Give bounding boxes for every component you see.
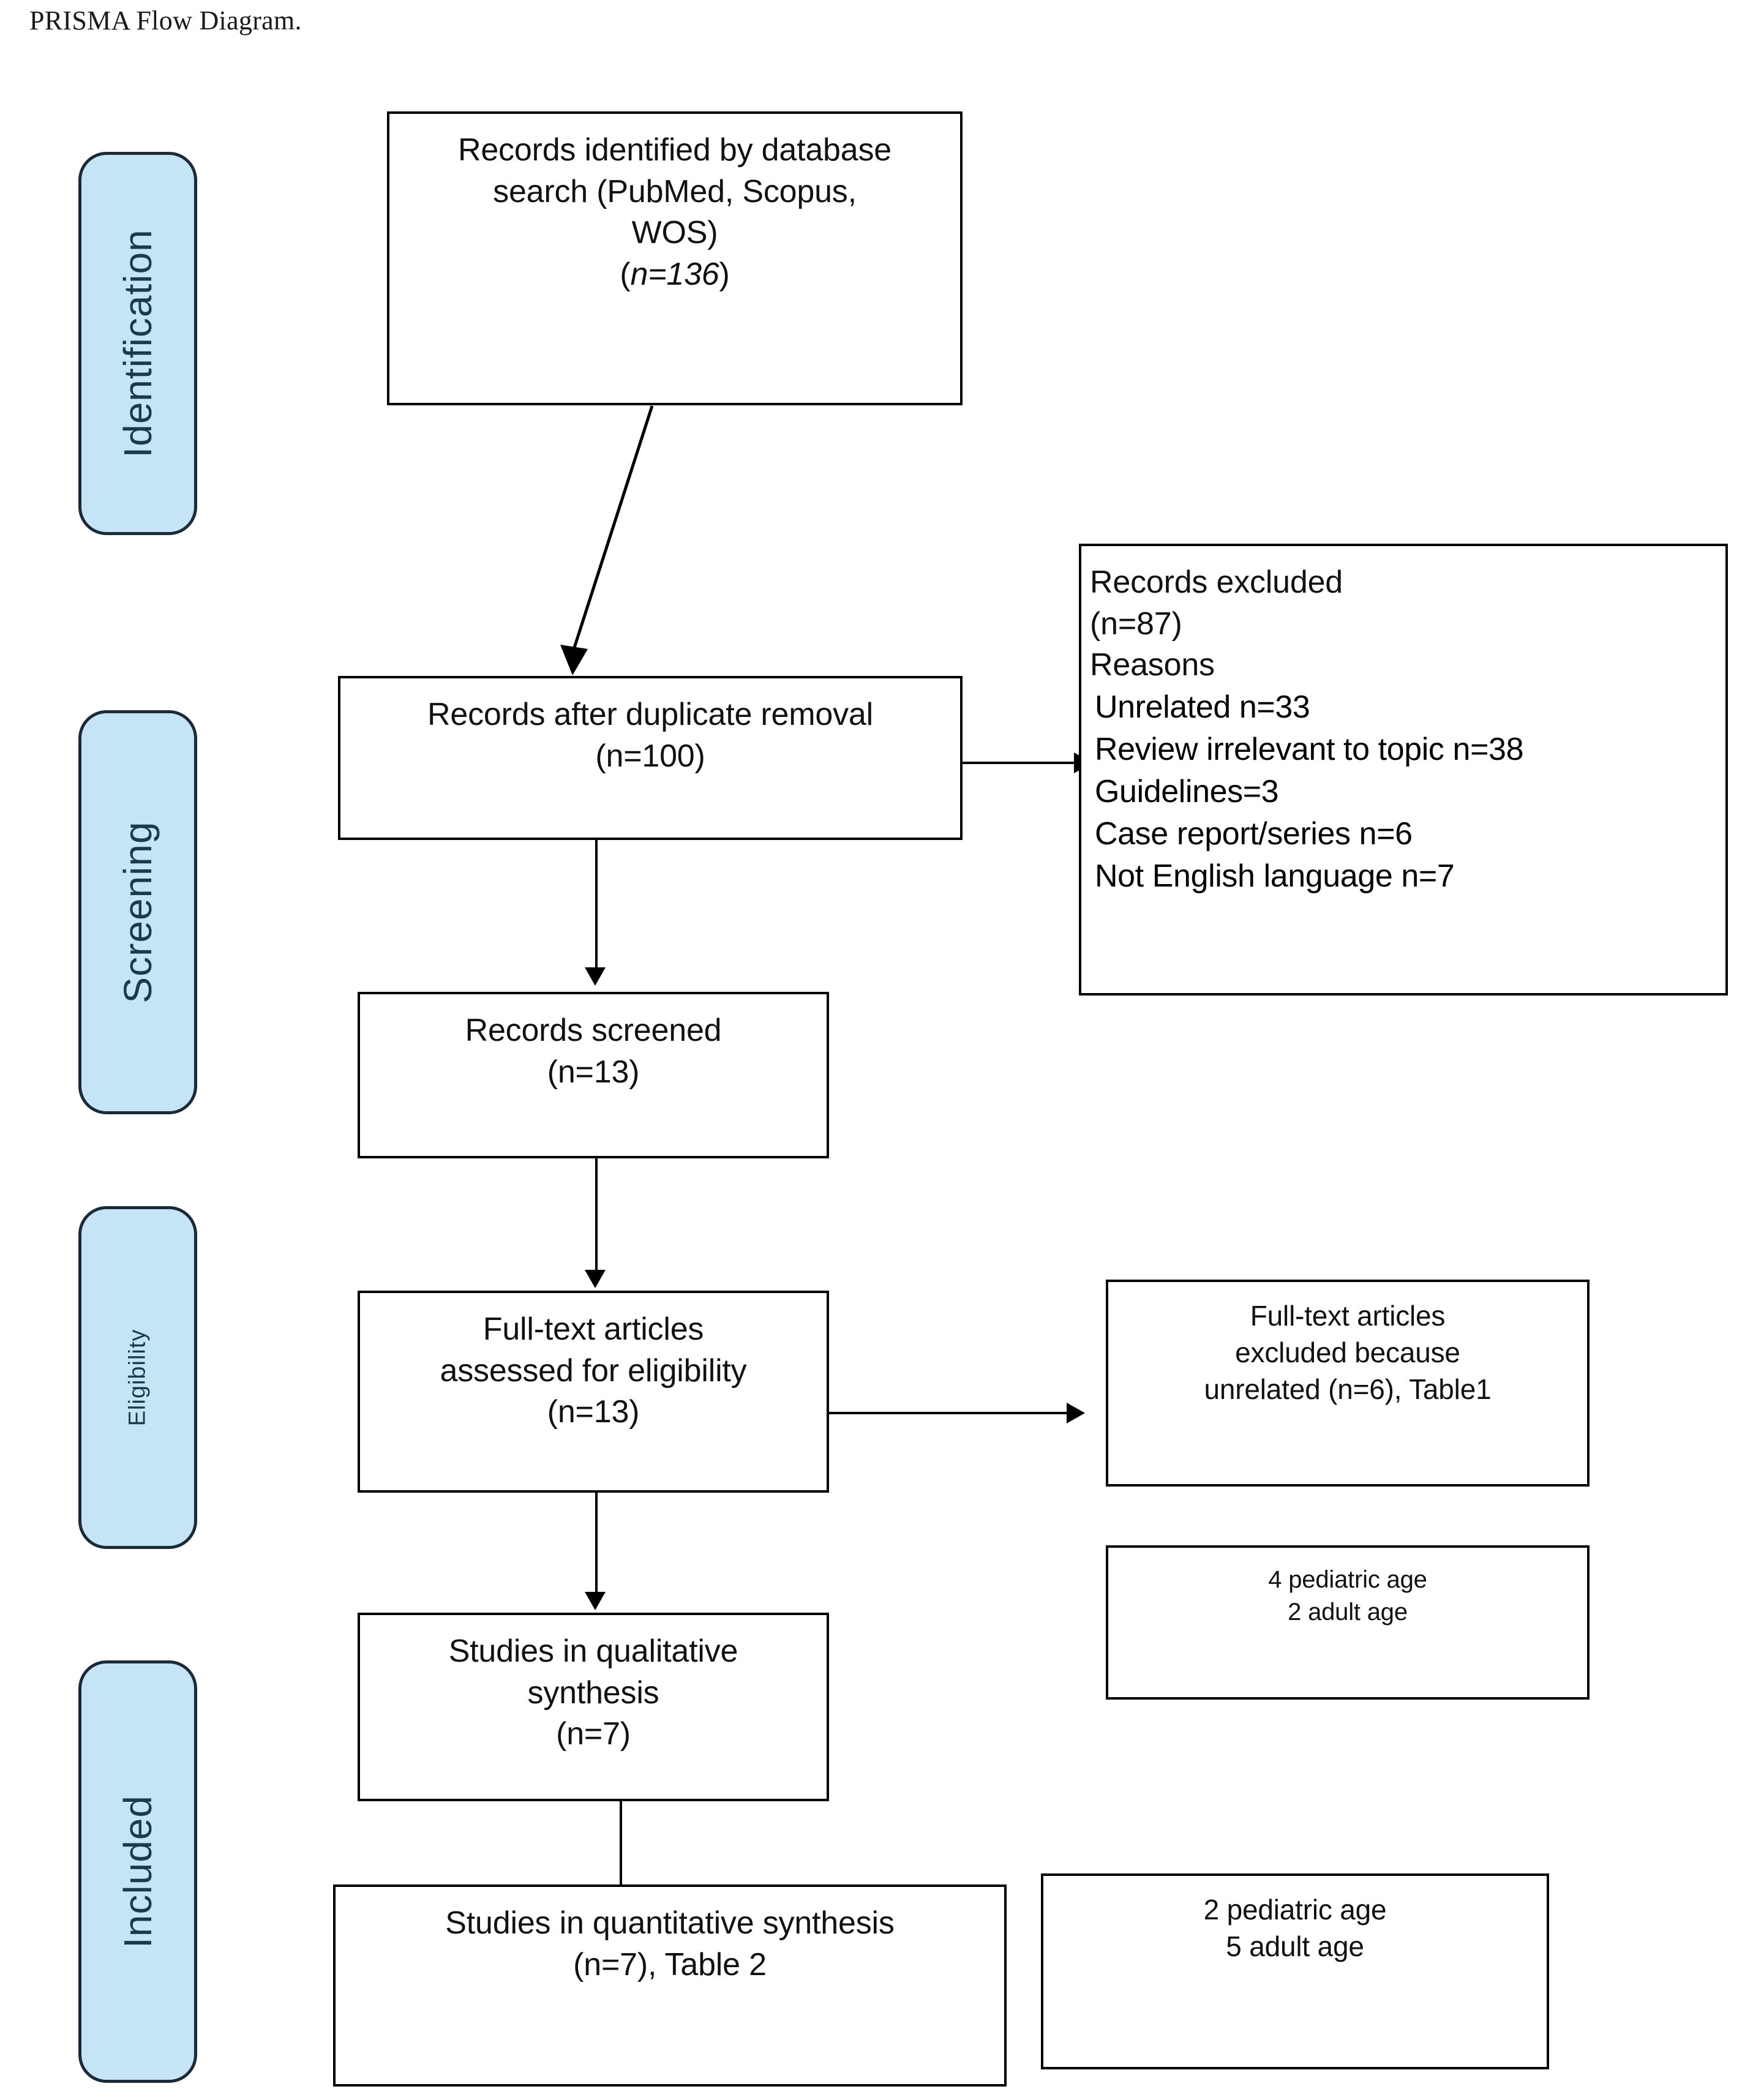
box-excluded-age-breakdown: 4 pediatric age 2 adult age: [1106, 1545, 1590, 1700]
stage-label-included: Included: [116, 1795, 160, 1948]
included-ages-line2: 5 adult age: [1226, 1930, 1364, 1962]
records-screened-line2: (n=13): [547, 1054, 640, 1090]
stage-pill-eligibility: Eligibility: [78, 1206, 197, 1549]
excluded-ages-line1: 4 pediatric age: [1268, 1566, 1427, 1593]
records-identified-count: (n=136): [620, 256, 730, 292]
connector-screened-to-fulltext-arrow: [585, 1270, 606, 1288]
connector-dedup-to-excluded-line: [963, 762, 1079, 764]
records-after-dup-line2: (n=100): [595, 738, 705, 774]
connector-fulltext-to-excluded-line: [829, 1412, 1072, 1414]
connector-fulltext-to-qualitative-arrow: [585, 1592, 606, 1610]
stage-label-screening: Screening: [116, 821, 160, 1003]
box-quantitative-synthesis: Studies in quantitative synthesis (n=7),…: [333, 1884, 1007, 2087]
excluded-ages-line2: 2 adult age: [1288, 1598, 1408, 1626]
box-qualitative-synthesis: Studies in qualitative synthesis (n=7): [358, 1613, 829, 1801]
qualitative-line1: Studies in qualitative: [448, 1633, 738, 1669]
fulltext-excluded-line2: excluded because: [1235, 1336, 1460, 1368]
connector-dedup-to-screened-line: [595, 840, 598, 972]
reason-item: Review irrelevant to topic n=38: [1095, 731, 1524, 767]
qualitative-line2: synthesis: [527, 1674, 659, 1711]
box-records-identified: Records identified by database search (P…: [387, 111, 963, 405]
box-records-excluded: Records excluded (n=87) Reasons Unrelate…: [1079, 544, 1728, 996]
records-excluded-count: (n=87): [1090, 606, 1182, 642]
connector-dedup-to-screened-arrow: [585, 967, 606, 986]
stage-pill-included: Included: [78, 1660, 197, 2083]
reason-item: Unrelated n=33: [1095, 689, 1310, 725]
quantitative-line1: Studies in quantitative synthesis: [445, 1905, 895, 1941]
stage-label-eligibility: Eligibility: [124, 1329, 151, 1427]
records-after-dup-line1: Records after duplicate removal: [427, 697, 873, 732]
records-identified-line1: Records identified by database: [457, 132, 892, 168]
box-fulltext-excluded: Full-text articles excluded because unre…: [1106, 1280, 1590, 1487]
connector-identified-to-dedup: [560, 405, 654, 675]
fulltext-assessed-line2: assessed for eligibility: [440, 1352, 747, 1389]
reason-item: Case report/series n=6: [1095, 816, 1413, 852]
box-fulltext-assessed-for-eligibility: Full-text articles assessed for eligibil…: [358, 1291, 829, 1493]
records-excluded-reasons-header: Reasons: [1090, 647, 1215, 683]
stage-label-identification: Identification: [116, 229, 160, 458]
fulltext-excluded-line3: unrelated (n=6), Table1: [1204, 1373, 1492, 1405]
reason-item: Guidelines=3: [1095, 774, 1279, 810]
stage-pill-identification: Identification: [78, 152, 197, 535]
records-screened-line1: Records screened: [465, 1013, 722, 1048]
box-records-screened: Records screened (n=13): [358, 992, 829, 1158]
reason-item: Not English language n=7: [1095, 858, 1455, 894]
fulltext-assessed-line3: (n=13): [547, 1394, 640, 1430]
records-identified-line2: search (PubMed, Scopus,: [493, 173, 857, 209]
box-records-after-duplicate-removal: Records after duplicate removal (n=100): [338, 676, 963, 840]
connector-screened-to-fulltext-line: [595, 1158, 598, 1275]
stage-pill-screening: Screening: [78, 710, 197, 1114]
figure-caption: PRISMA Flow Diagram.: [29, 6, 302, 36]
records-excluded-title: Records excluded: [1090, 564, 1343, 600]
fulltext-excluded-line1: Full-text articles: [1250, 1300, 1446, 1332]
included-ages-line1: 2 pediatric age: [1203, 1894, 1387, 1926]
qualitative-line3: (n=7): [556, 1716, 631, 1752]
box-included-age-breakdown: 2 pediatric age 5 adult age: [1041, 1873, 1549, 2069]
quantitative-line2: (n=7), Table 2: [573, 1946, 767, 1982]
records-identified-line3: WOS): [631, 215, 718, 251]
connector-fulltext-to-qualitative-line: [595, 1493, 598, 1597]
fulltext-assessed-line1: Full-text articles: [482, 1311, 704, 1347]
connector-qualitative-to-quantitative-line: [620, 1801, 622, 1899]
connector-fulltext-to-excluded-arrow: [1067, 1403, 1085, 1423]
